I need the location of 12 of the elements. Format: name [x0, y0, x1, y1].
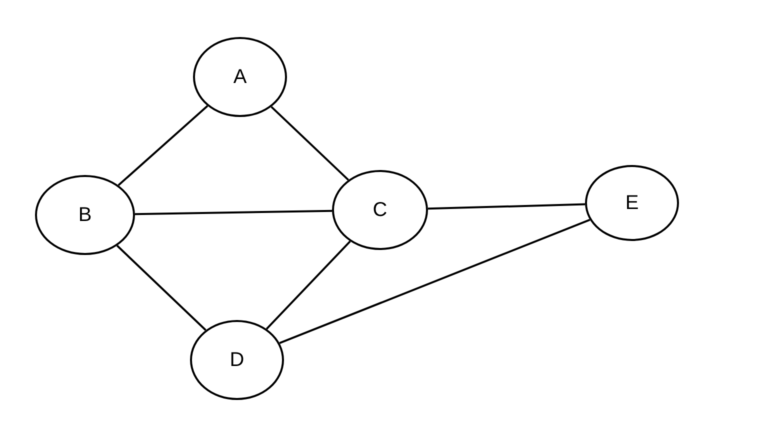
node-label: B [78, 203, 92, 228]
connector-line [134, 210, 332, 216]
connector-line [116, 244, 206, 331]
connector-line [279, 218, 590, 344]
node-label: C [372, 198, 388, 223]
connector-line [118, 105, 208, 186]
connector-line [266, 240, 351, 330]
node-label: E [625, 191, 639, 216]
node-label: A [233, 65, 247, 90]
node-label: D [230, 348, 244, 373]
connector-line [270, 106, 350, 181]
connector-line [428, 203, 586, 210]
